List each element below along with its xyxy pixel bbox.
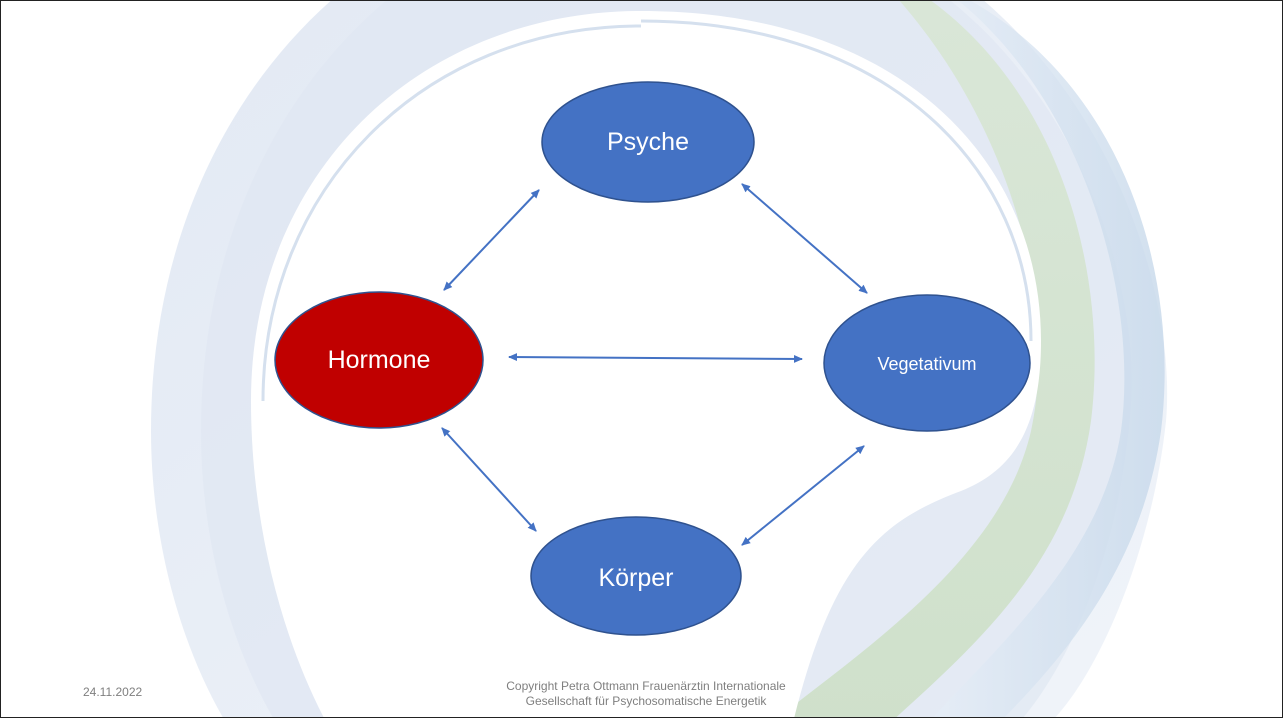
arrow-hormone-koerper [441,427,537,532]
node-koerper [530,516,742,636]
node-psyche [541,81,755,203]
node-vegetativum-label: Vegetativum [877,353,977,374]
node-hormone [274,291,484,429]
node-vegetativum [823,294,1031,432]
node-hormone-label: Hormone [327,345,431,374]
arrow-hormone-vegetativum [508,353,803,363]
arrow-vegetativum-koerper [741,445,865,546]
arrow-psyche-hormone [443,189,540,291]
node-koerper-label: Körper [598,563,674,592]
footer-copyright-line1: Copyright Petra Ottmann Frauenärztin Int… [506,679,786,693]
footer-copyright: Copyright Petra Ottmann Frauenärztin Int… [441,679,851,709]
footer-copyright-line2: Gesellschaft für Psychosomatische Energe… [525,694,767,708]
arrow-psyche-vegetativum [741,183,868,294]
node-psyche-label: Psyche [607,127,689,156]
footer-date: 24.11.2022 [83,685,143,699]
